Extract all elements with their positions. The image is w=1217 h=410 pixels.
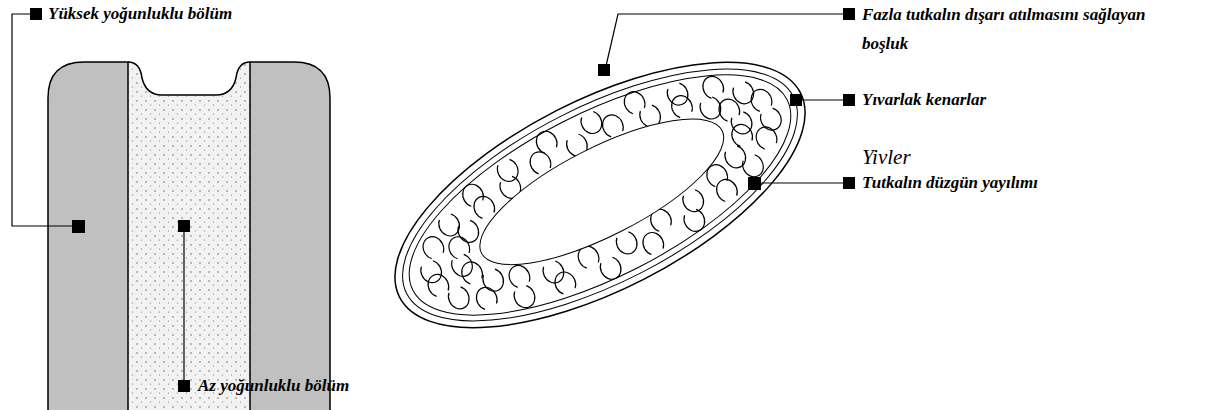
groove <box>665 81 692 108</box>
dowel-face <box>356 8 843 382</box>
marker-square <box>30 8 190 392</box>
groove <box>697 95 724 122</box>
groove <box>495 158 522 185</box>
leader-line <box>606 14 843 183</box>
part-label: Fazla tutkalın dışarı atılmasını sağlaya… <box>862 0 1162 58</box>
groove <box>722 144 749 171</box>
groove <box>446 285 473 312</box>
groove <box>473 284 500 311</box>
groove <box>578 110 605 137</box>
groove <box>639 229 666 256</box>
part-label: Yivler <box>862 145 911 169</box>
groove <box>680 188 707 215</box>
high-density-wall <box>250 62 330 410</box>
core-notch <box>128 62 250 95</box>
marker-square <box>598 8 855 190</box>
groove <box>418 259 445 286</box>
groove <box>505 262 532 289</box>
groove <box>681 208 708 235</box>
groove <box>752 123 779 150</box>
groove <box>445 233 472 260</box>
groove <box>540 259 567 286</box>
high-density-wall <box>48 62 128 410</box>
groove <box>598 256 625 283</box>
groove <box>728 121 755 148</box>
leader-line <box>12 14 184 380</box>
groove <box>436 212 463 239</box>
groove <box>551 268 578 295</box>
groove <box>424 271 451 298</box>
groove <box>614 230 641 257</box>
part-label: Tutkalın düzgün yayılımı <box>862 173 1038 193</box>
groove <box>713 176 740 203</box>
groove <box>419 233 446 260</box>
groove <box>668 92 695 119</box>
low-density-core <box>128 62 250 410</box>
part-label: Yıvarlak kenarlar <box>862 90 986 110</box>
part-label: Az yoğunluklu bölüm <box>198 376 349 396</box>
groove <box>730 80 757 107</box>
part-label: Yüksek yoğunluklu bölüm <box>48 4 232 24</box>
groove <box>715 96 742 123</box>
groove <box>459 181 486 208</box>
groove <box>533 128 560 155</box>
groove <box>621 88 648 115</box>
groove <box>740 153 767 180</box>
groove <box>699 73 726 100</box>
groove <box>747 86 774 113</box>
groove <box>512 284 539 311</box>
